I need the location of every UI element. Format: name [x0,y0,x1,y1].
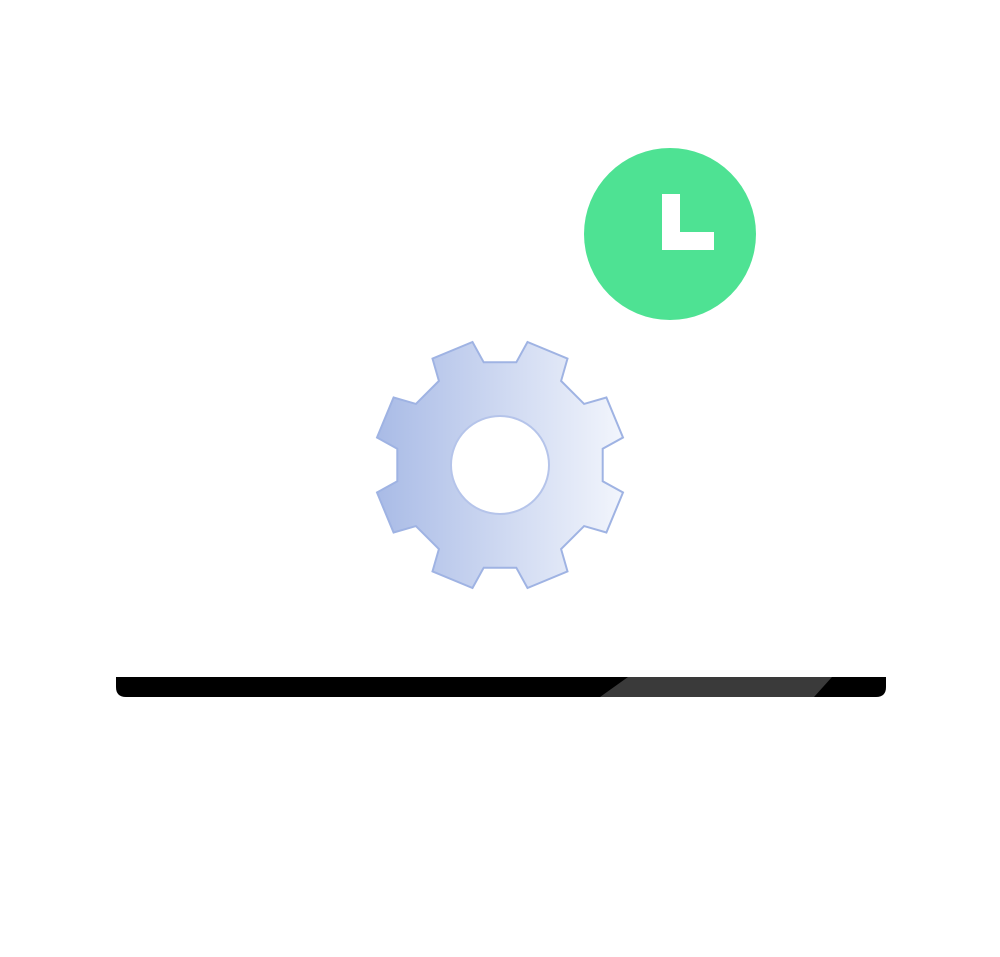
clock-icon [662,194,714,250]
base-highlight [600,677,832,697]
gear-icon [375,340,625,590]
laptop-base [116,677,886,697]
clock-badge [584,148,756,320]
